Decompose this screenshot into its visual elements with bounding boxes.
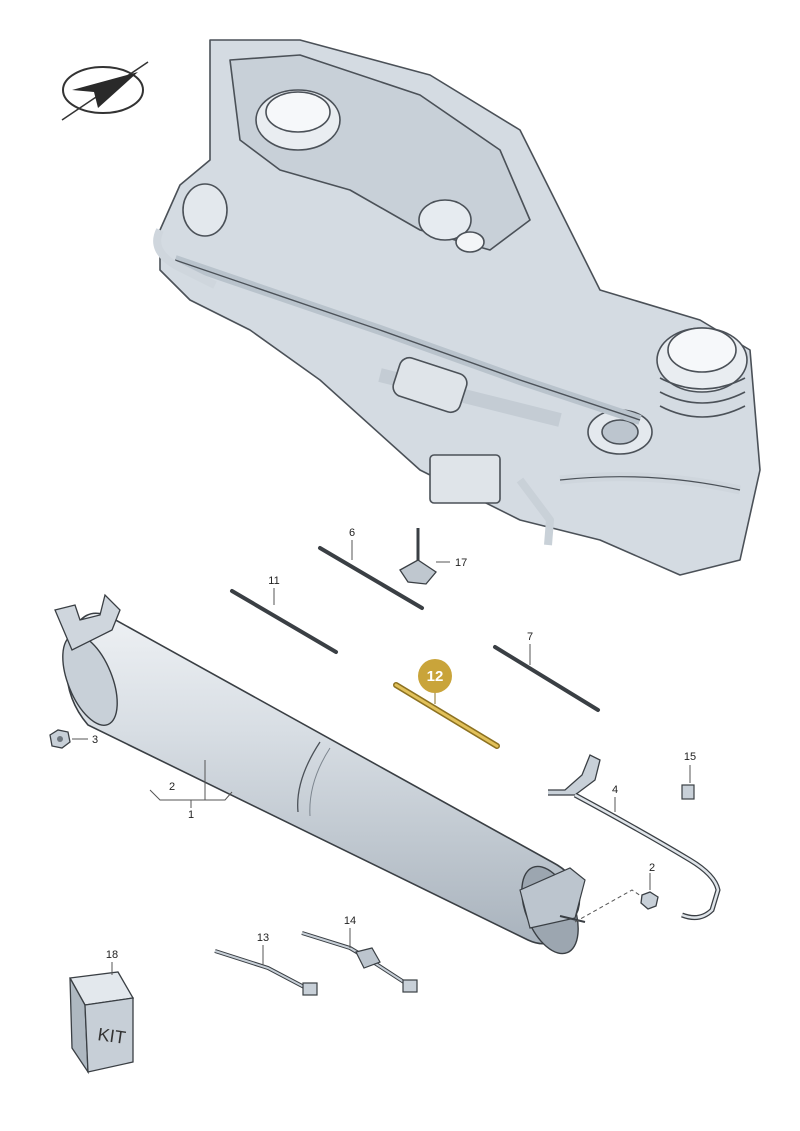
highlight-badge[interactable] [418, 659, 452, 693]
part-4-pipe[interactable]: 4 [548, 754, 721, 921]
callout-7: 7 [527, 631, 533, 643]
callout-13: 13 [257, 932, 269, 944]
part-18-kit-box[interactable]: KIT 18 [68, 949, 135, 1075]
part-14-cable-tie-clip[interactable]: 14 [301, 915, 418, 993]
callout-15: 15 [684, 751, 696, 763]
callout-11: 11 [268, 575, 279, 587]
callout-12: 12 [427, 668, 444, 685]
callout-3: 3 [92, 734, 98, 746]
callout-18: 18 [106, 949, 118, 961]
kit-label: KIT [96, 1024, 127, 1048]
part-12-rod-highlighted[interactable]: 12 [393, 659, 500, 749]
callout-2-upper: 2 [169, 781, 175, 793]
part-3-nut[interactable]: 3 [49, 729, 98, 749]
part-17-clip[interactable]: 17 [399, 528, 467, 585]
part-13-cable-tie[interactable]: 13 [214, 932, 318, 996]
callout-4: 4 [612, 784, 618, 796]
callout-17: 17 [455, 557, 467, 569]
subframe-assembly-illustration [153, 39, 761, 576]
part-15-clip[interactable]: 15 [681, 751, 696, 800]
callout-6: 6 [349, 527, 355, 539]
part-6-rod[interactable]: 6 [318, 527, 424, 610]
callout-1: 1 [188, 809, 194, 821]
part-2-nut[interactable]: 2 [574, 862, 659, 923]
part-7-rod[interactable]: 7 [493, 631, 600, 712]
direction-arrow-icon [61, 61, 149, 121]
callout-2-lower: 2 [649, 862, 655, 874]
part-11-rod[interactable]: 11 [230, 575, 338, 654]
part-1-tank[interactable]: 2 1 [52, 593, 590, 962]
callout-14: 14 [344, 915, 356, 927]
